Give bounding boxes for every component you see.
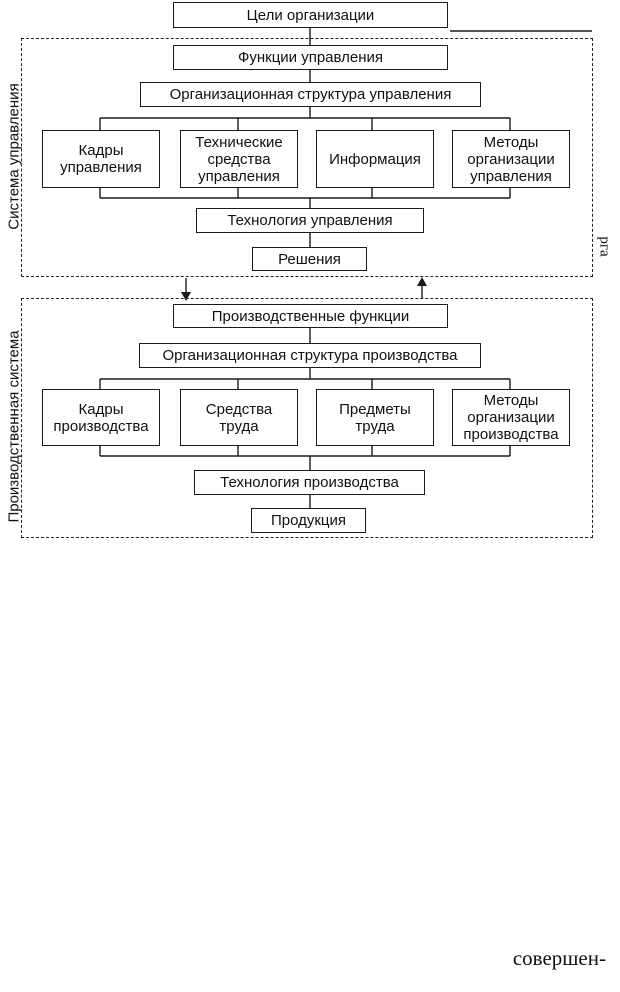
production-system-panel — [21, 298, 593, 538]
decisions-box: Решения — [252, 247, 367, 271]
management-personnel-box: Кадры управления — [42, 130, 160, 188]
side-text-fragment: рга — [596, 236, 613, 257]
production-methods-box: Методы организации производства — [452, 389, 570, 446]
objects-of-labor-box: Предметы труда — [316, 389, 434, 446]
means-of-labor-box: Средства труда — [180, 389, 298, 446]
management-information-box: Информация — [316, 130, 434, 188]
management-technical-means-box: Технические средства управления — [180, 130, 298, 188]
production-functions-box: Производственные функции — [173, 304, 448, 328]
production-personnel-box: Кадры производства — [42, 389, 160, 446]
production-structure-box: Организационная структура производства — [139, 343, 481, 368]
production-technology-box: Технология производства — [194, 470, 425, 495]
arrowheads — [181, 277, 427, 301]
goals-box: Цели организации — [173, 2, 448, 28]
management-technology-box: Технология управления — [196, 208, 424, 233]
organization-systems-diagram: Цели организации Система управления Функ… — [5, 2, 593, 538]
management-methods-box: Методы организации управления — [452, 130, 570, 188]
footer-text-fragment: совершен- — [512, 946, 606, 970]
production-system-label: Производственная система — [5, 330, 23, 523]
output-box: Продукция — [251, 508, 366, 533]
management-structure-box: Организационная структура управления — [140, 82, 481, 107]
management-functions-box: Функции управления — [173, 45, 448, 70]
connector-lines — [99, 27, 592, 508]
management-system-panel — [21, 38, 593, 277]
management-system-label: Система управления — [5, 83, 23, 230]
